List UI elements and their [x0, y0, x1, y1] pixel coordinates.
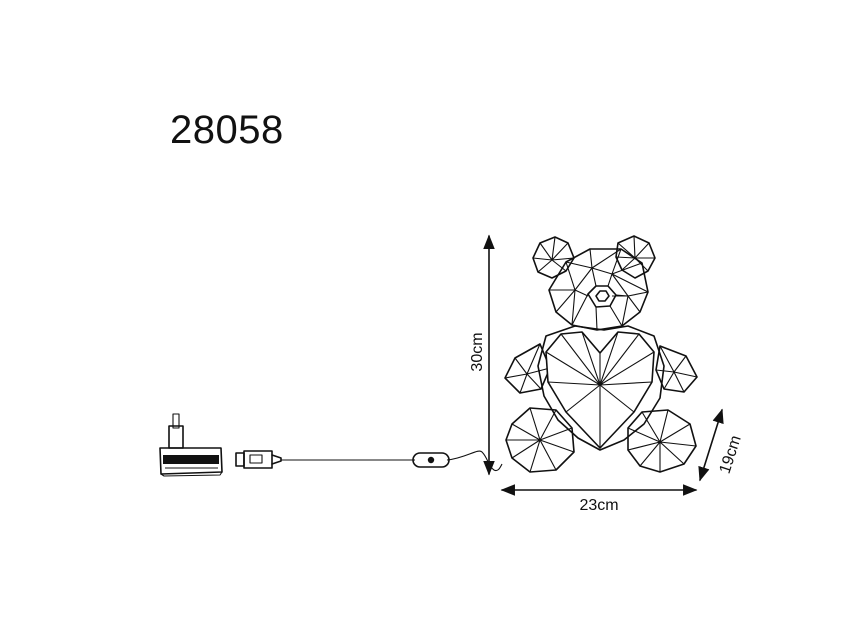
width-dimension: 23cm	[500, 484, 698, 514]
depth-label: 19cm	[717, 433, 745, 475]
power-adapter-icon	[159, 413, 223, 477]
usb-connector-icon	[235, 450, 282, 469]
width-label: 23cm	[579, 497, 618, 514]
inline-switch-icon	[412, 452, 450, 468]
height-label: 30cm	[469, 332, 486, 371]
depth-dimension: 19cm	[698, 408, 745, 482]
bear-lamp-illustration	[504, 235, 698, 473]
power-cable	[281, 450, 503, 472]
product-code: 28058	[170, 108, 284, 152]
height-dimension: 30cm	[469, 234, 495, 476]
